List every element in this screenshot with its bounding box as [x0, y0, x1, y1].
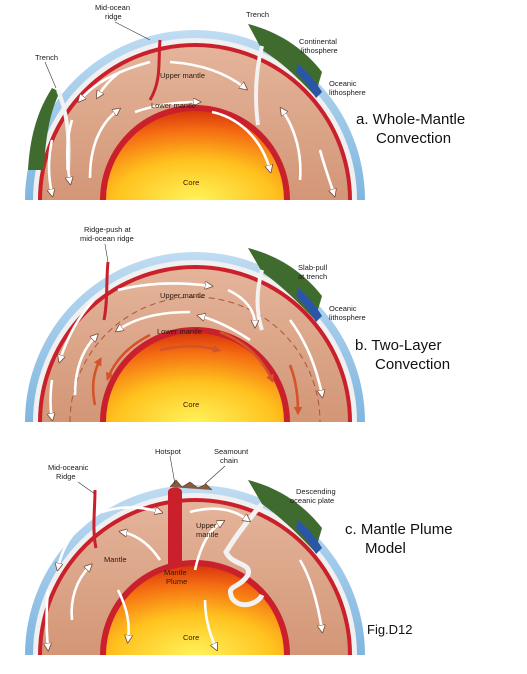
slab-right: [253, 45, 264, 126]
core: [106, 333, 284, 422]
oceanic-lithosphere-label: Oceanic: [329, 79, 357, 88]
upper-mantle-label: Upper: [196, 521, 217, 530]
caption-b-line2: Convection: [375, 356, 451, 373]
upper-mantle-label: Upper mantle: [160, 291, 205, 300]
upper-convection-arrows: [51, 283, 323, 418]
diagram-b-two-layer: Upper mantle Lower mantle Core Ridge-pus…: [25, 225, 366, 422]
plume-label-2: Plume: [166, 577, 187, 586]
diagram-c-mantle-plume: Upper mantle Mantle Mantle Plume Core Ho…: [25, 447, 365, 655]
mid-oceanic-ridge-label-2: Ridge: [56, 472, 76, 481]
lower-convection-arrows: [91, 330, 303, 416]
ocean-blue-patch: [296, 520, 322, 554]
diagram-a-whole-mantle: Upper mantle Lower mantle Core Mid-ocean…: [25, 3, 366, 200]
core: [106, 566, 284, 655]
descending-plate-label: Descending: [296, 487, 336, 496]
continental-lithosphere-label-2: lithosphere: [301, 46, 338, 55]
seamount-chain-label: Seamount: [214, 447, 249, 456]
ridge-push-label: Ridge-push at: [84, 225, 132, 234]
trench-left-label: Trench: [35, 53, 58, 62]
slab-right: [255, 269, 264, 331]
mid-ocean-ridge-label-2: ridge: [105, 12, 122, 21]
layer-boundary-dashed: [69, 296, 321, 423]
continent-left: [28, 88, 60, 170]
core-label: Core: [183, 178, 199, 187]
ocean-blue-patch: [296, 64, 322, 98]
caption-b: b. Two-Layer Convection: [355, 336, 450, 374]
lower-mantle-label: Lower mantle: [157, 327, 202, 336]
plume-label: Mantle: [164, 568, 187, 577]
convection-arrows: [47, 506, 323, 649]
caption-c-line2: Model: [365, 540, 406, 557]
caption-a-line2: Convection: [376, 130, 452, 147]
mantle-label: Mantle: [104, 555, 127, 564]
slab-pull-label: Slab-pull: [298, 263, 328, 272]
descending-plate-label-2: oceanic plate: [290, 496, 334, 505]
ridge-upwelling: [102, 261, 110, 321]
caption-c: c. Mantle Plume Model: [345, 520, 453, 558]
ridge-push-label-2: mid-ocean ridge: [80, 234, 134, 243]
continental-lithosphere-label: Continental: [299, 37, 337, 46]
oceanic-lithosphere-label-2: lithosphere: [329, 88, 366, 97]
caption-c-line1: c. Mantle Plume: [345, 521, 453, 538]
descending-plate: [223, 502, 265, 608]
core-label: Core: [183, 400, 199, 409]
caption-a: a. Whole-Mantle Convection: [356, 110, 465, 148]
ridge-upwelling: [92, 489, 98, 549]
figure-label: Fig.D12: [367, 622, 413, 637]
slab-pull-label-2: at trench: [298, 272, 327, 281]
oceanic-lithosphere-label-2: lithosphere: [329, 313, 366, 322]
caption-b-line1: b. Two-Layer: [355, 337, 442, 354]
hotspot-label: Hotspot: [155, 447, 182, 456]
core-label: Core: [183, 633, 199, 642]
ridge-upwelling: [148, 39, 162, 101]
mid-ocean-ridge-label: Mid-ocean: [95, 3, 130, 12]
upper-mantle-label: Upper mantle: [160, 71, 205, 80]
trench-right-label: Trench: [246, 10, 269, 19]
mantle-plume: [168, 487, 182, 565]
upper-mantle-label-2: mantle: [196, 530, 219, 539]
convection-arrows: [49, 60, 334, 194]
oceanic-lithosphere-label: Oceanic: [329, 304, 357, 313]
caption-a-line1: a. Whole-Mantle: [356, 111, 466, 128]
lower-mantle-label: Lower mantle: [151, 101, 196, 110]
seamount-chain-label-2: chain: [220, 456, 238, 465]
seamount-chain: [169, 479, 213, 491]
ocean-blue-patch: [296, 288, 322, 322]
mid-oceanic-ridge-label: Mid-oceanic: [48, 463, 89, 472]
core: [106, 111, 284, 200]
